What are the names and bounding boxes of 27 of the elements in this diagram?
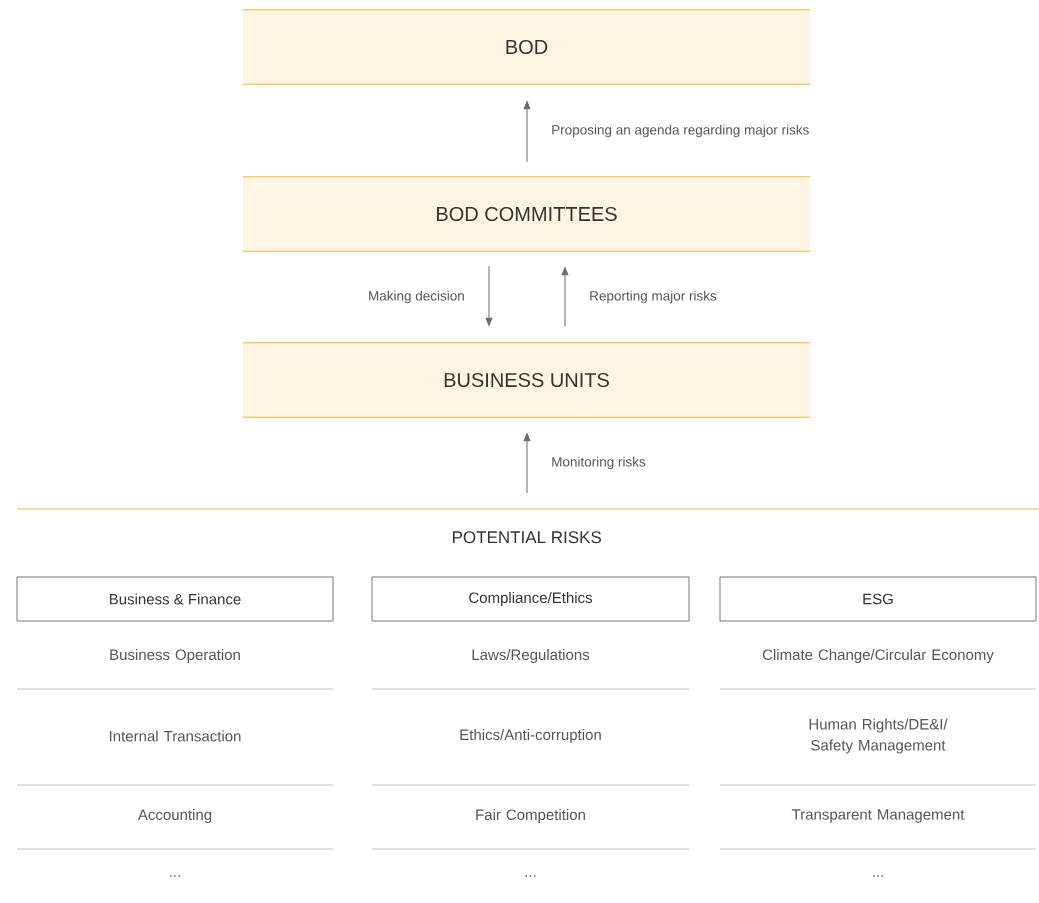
cell-text: ... (170, 875, 180, 877)
section-band: POTENTIAL RISKS (16, 508, 1039, 544)
cell-text: Human Rights/DE&I/ Safety Management (809, 718, 948, 754)
column-header: Business & Finance (16, 576, 334, 622)
edge-label: Monitoring risks (552, 456, 646, 470)
arrow (523, 101, 531, 163)
column-header: ESG (719, 576, 1037, 622)
cell-text: Ethics/Anti-corruption (460, 729, 601, 743)
arrow (523, 433, 531, 494)
cell-text: Fair Competition (476, 809, 585, 823)
arrow (561, 267, 569, 328)
title-band: BUSINESS UNITS (242, 342, 811, 418)
cell-text: Accounting (137, 809, 212, 823)
cell-text: Internal Transaction (109, 730, 241, 742)
edge-label: Proposing an agenda regarding major risks (552, 124, 809, 138)
edge-label: Making decision (369, 290, 464, 304)
cell-text: Climate Change/Circular Economy (762, 649, 994, 663)
cell-text: ... (873, 875, 883, 877)
column-header: Compliance/Ethics (371, 576, 690, 622)
title-band: BOD (242, 9, 811, 85)
cell-text: Transparent Management (791, 809, 965, 823)
cell-text: Laws/Regulations (472, 649, 590, 663)
title-band: BOD COMMITTEES (242, 176, 811, 252)
edge-label: Reporting major risks (590, 290, 717, 304)
arrow (485, 265, 493, 326)
cell-text: ... (525, 875, 536, 877)
cell-text: Business Operation (110, 649, 240, 663)
